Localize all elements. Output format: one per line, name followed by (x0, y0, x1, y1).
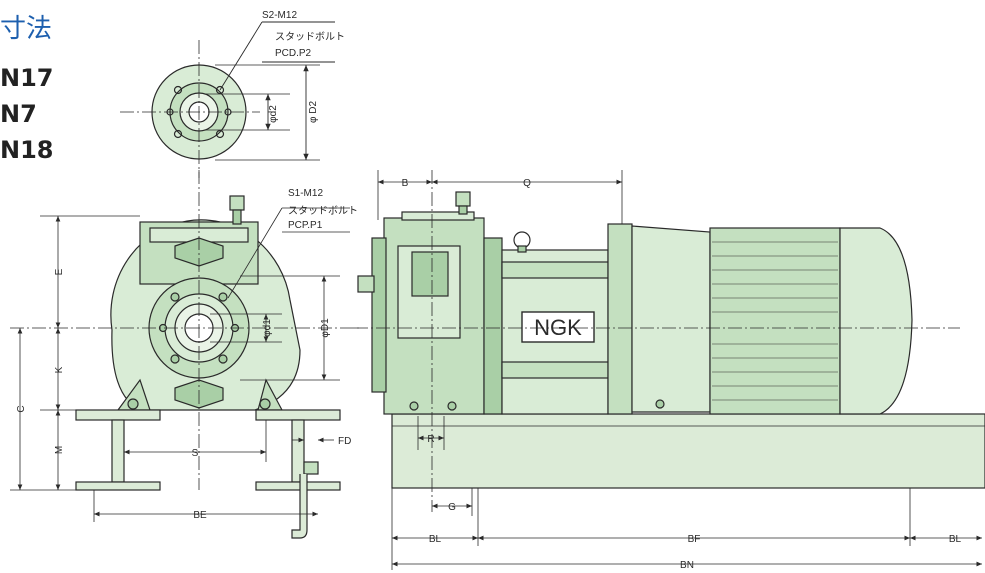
dim-C: C (16, 405, 27, 412)
dim-BF: BF (688, 534, 701, 545)
dim-D2: φ D2 (308, 101, 319, 123)
brand-plate-text: NGK (534, 315, 582, 340)
dim-Q: Q (523, 178, 531, 189)
dim-G: G (448, 502, 456, 513)
section-title: 寸法 (0, 14, 53, 44)
dim-S: S (192, 448, 199, 459)
suction-stud-label: スタッドボルト (288, 205, 358, 217)
dim-BL-left: BL (429, 534, 442, 545)
dim-BL-right: BL (949, 534, 962, 545)
dim-E: E (54, 268, 65, 275)
model-code-3: N18 (0, 136, 54, 164)
discharge-flange-view (120, 21, 335, 178)
discharge-stud-size: S2-M12 (262, 10, 297, 21)
dim-B: B (402, 178, 409, 189)
dim-M: M (54, 446, 65, 454)
discharge-stud-label: スタッドボルト (275, 31, 345, 43)
dim-d2: φd2 (268, 105, 279, 123)
dim-K: K (54, 366, 65, 373)
model-code-1: N17 (0, 64, 54, 92)
dim-BE: BE (193, 510, 207, 521)
dim-FD: FD (338, 436, 351, 447)
suction-pcp-label: PCP.P1 (288, 220, 323, 231)
dim-BN: BN (680, 560, 694, 571)
discharge-pcd-label: PCD.P2 (275, 48, 312, 59)
dim-D1: φD1 (320, 318, 331, 338)
model-code-2: N7 (0, 100, 37, 128)
pump-front-view (75, 195, 341, 539)
dim-R: R (427, 434, 434, 445)
dim-d1: φd1 (262, 319, 273, 337)
suction-stud-size: S1-M12 (288, 188, 323, 199)
pump-side-view (357, 191, 985, 489)
